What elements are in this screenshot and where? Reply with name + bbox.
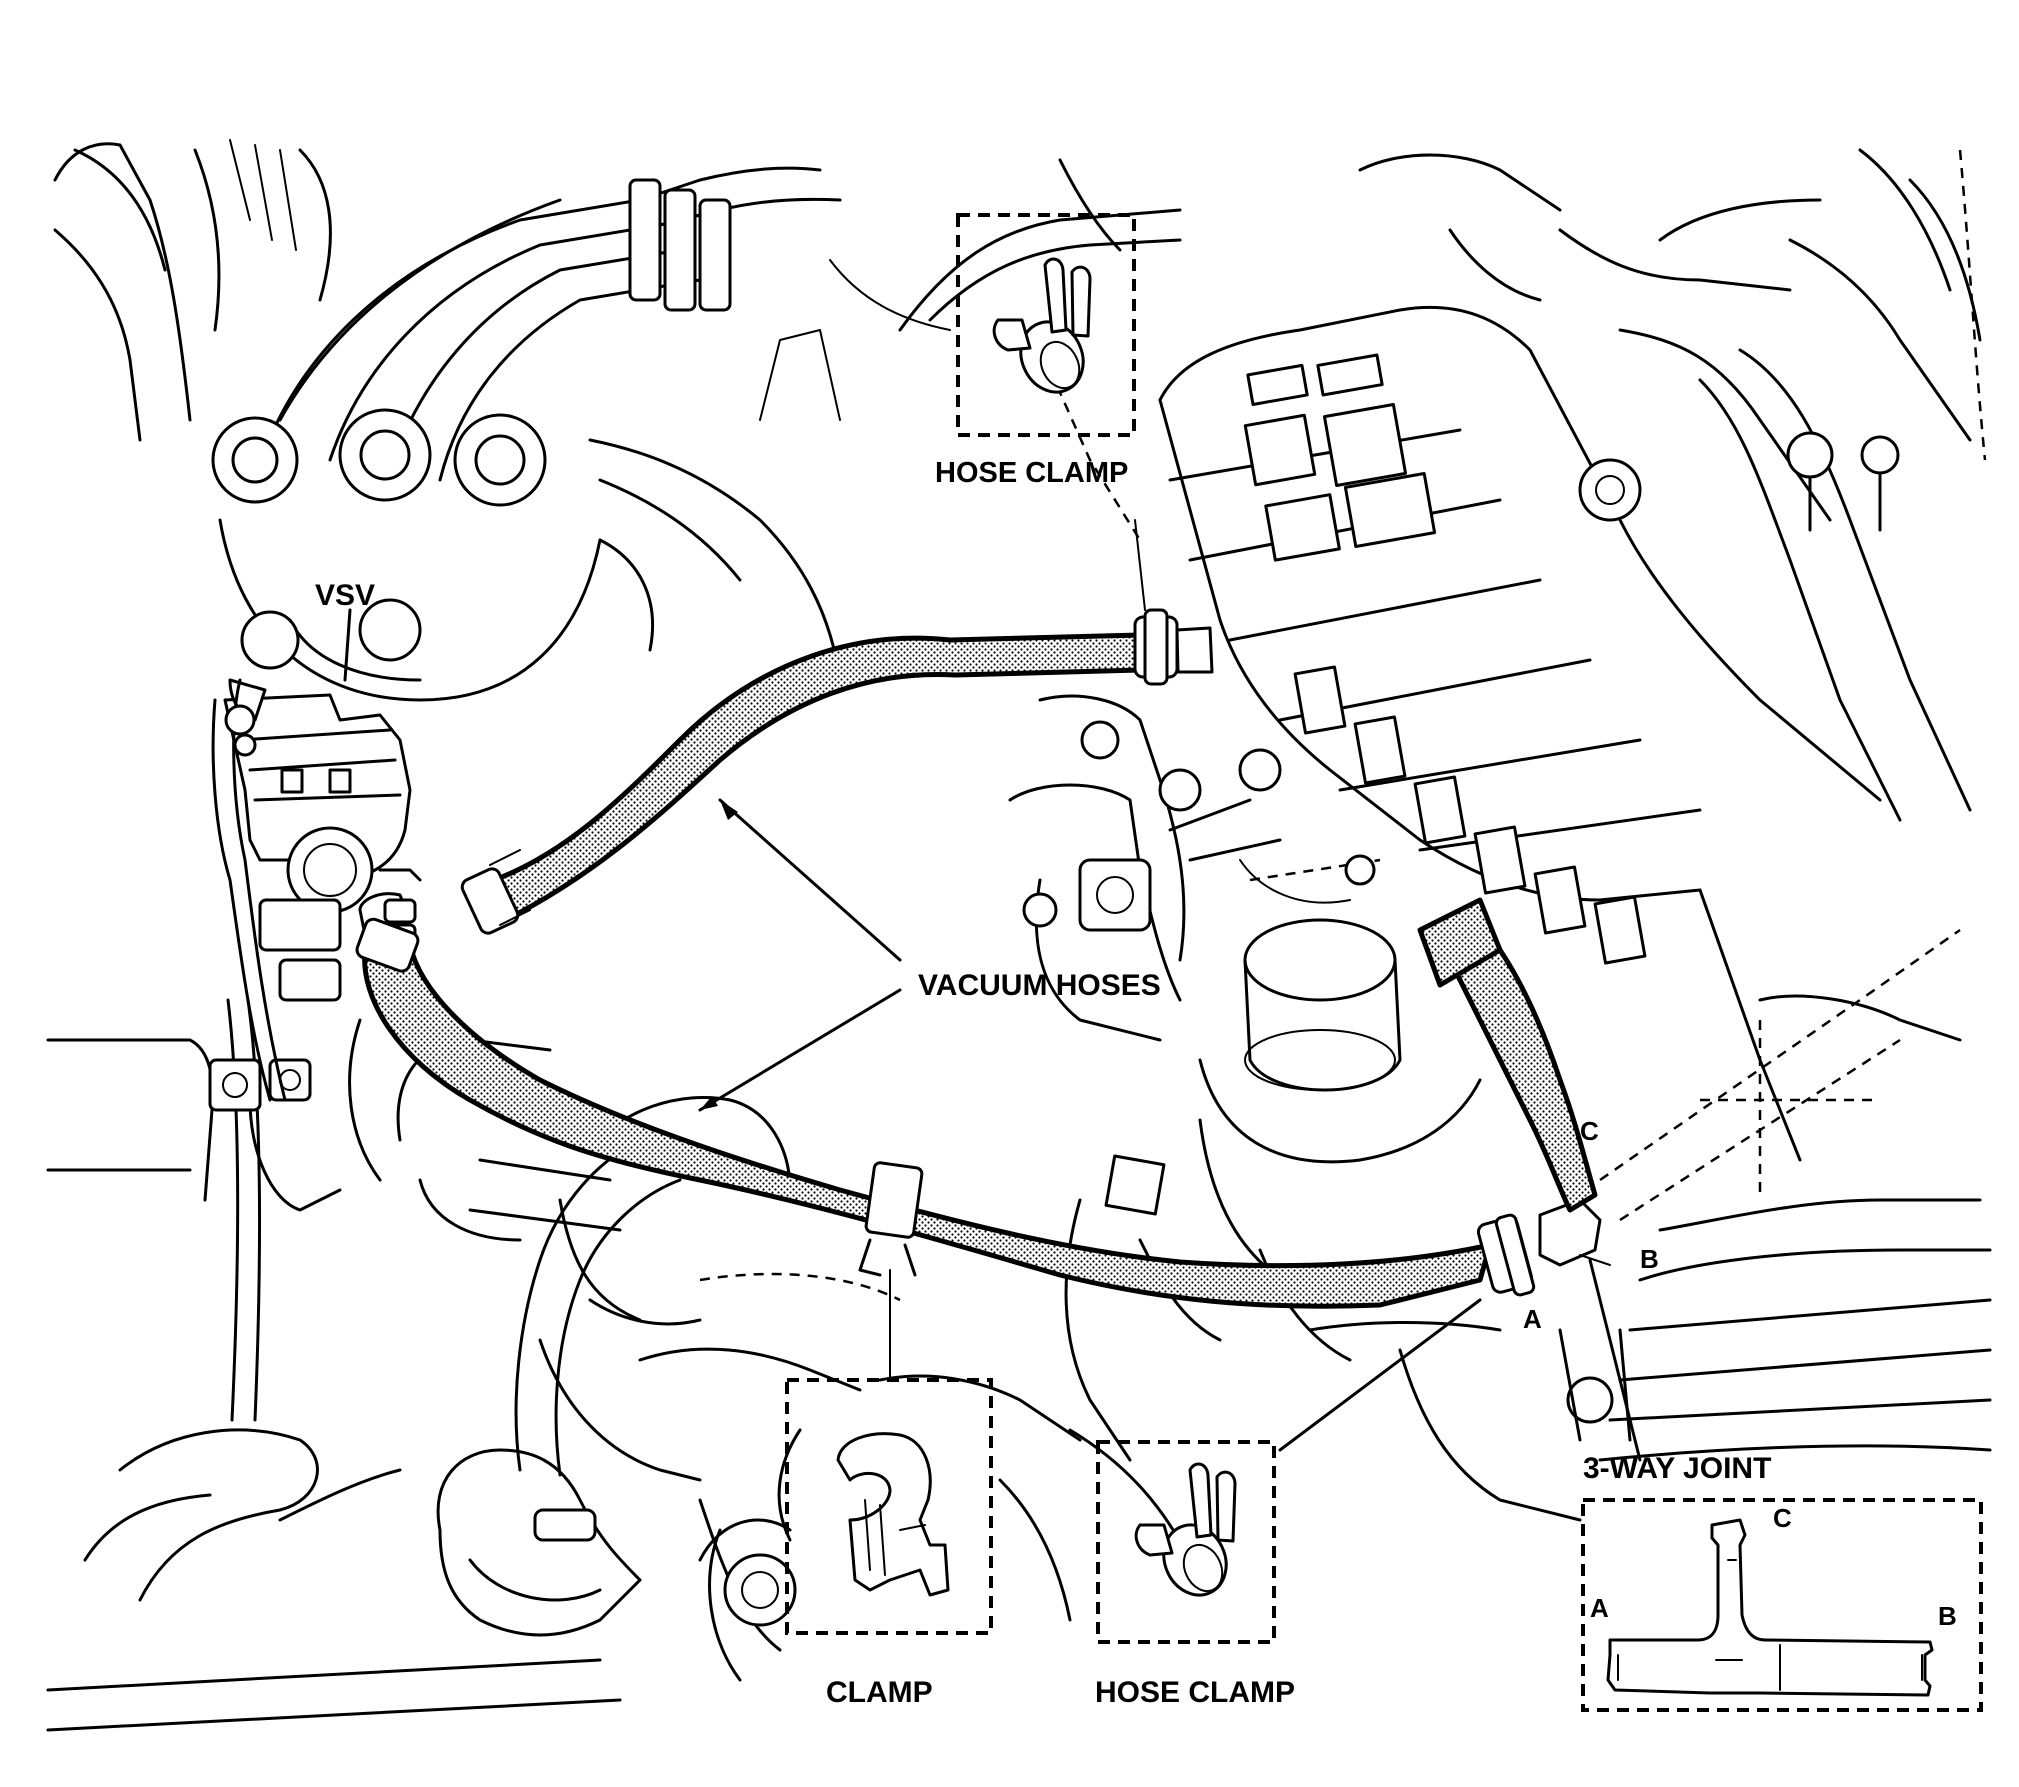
clamp-icon [836,1432,950,1597]
clamp-detail [785,1378,993,1635]
port-b-engine-label: B [1640,1244,1659,1274]
vacuum-hoses-label: VACUUM HOSES [918,969,1161,1002]
hose-clamp-icon [992,257,1092,394]
vsv-valve [208,678,422,1112]
hose-clamp-icon [1134,1462,1237,1597]
port-a-detail-label: A [1590,1593,1609,1623]
lower-vacuum-hose [355,897,1602,1309]
leader-lines [343,369,1642,1462]
port-c-engine-label: C [1580,1116,1599,1146]
port-a-engine-label: A [1523,1304,1542,1334]
three-way-joint-icon [1606,1518,1934,1697]
hose-clamp-bottom-label: HOSE CLAMP [1095,1676,1295,1709]
vsv-label: VSV [315,579,375,612]
port-b-detail-label: B [1938,1601,1957,1631]
three-way-joint-label: 3-WAY JOINT [1583,1452,1771,1485]
hose-clamp-detail-bottom [1096,1440,1276,1644]
clamp-label: CLAMP [826,1676,933,1709]
port-c-detail-label: C [1773,1503,1792,1533]
labels: VSV HOSE CLAMP VACUUM HOSES CLAMP HOSE C… [315,457,1957,1709]
three-way-joint-detail [1581,1498,1983,1712]
hose-clamp-top-label: HOSE CLAMP [935,457,1128,489]
upper-vacuum-hose [460,608,1214,935]
hose-clamp-detail-top [956,213,1136,437]
